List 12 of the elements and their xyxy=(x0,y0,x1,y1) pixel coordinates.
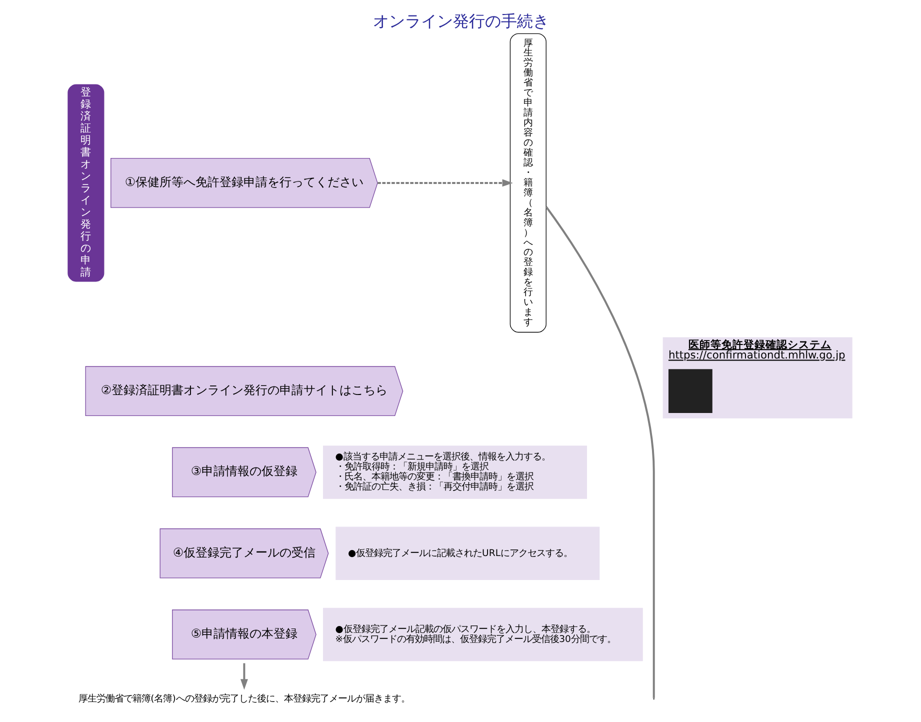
node-box: ●仮登録完了メール記載の仮パスワードを入力し、本登録する。 ※仮パスワードの有効時間は、仮登録完了メール受信後30分間です。 xyxy=(322,608,642,662)
node-box: 厚生労働省で申請内容の確認・籍簿（名簿）への登録を行います xyxy=(509,33,546,333)
diagram-title: オンライン発行の手続き xyxy=(372,11,548,30)
arrow xyxy=(377,179,512,187)
node-box: ●該当する申請メニューを選択後、情報を入力する。 ・免許取得時：「新規申請時」を選択 ・氏名、本籍地等の変更：「書換申請時」を選択 ・免許証の亡失、き損：「再交付申請時」を選択 xyxy=(322,446,587,499)
connector xyxy=(544,206,654,698)
cluster: 医師等免許登録確認システム https://confirmationdt.mhlw.go.jp xyxy=(662,337,852,418)
node-box xyxy=(668,369,712,414)
arrow xyxy=(240,663,248,690)
node-text: 厚生労働省で籍簿(名簿)への登録が完了した後に、本登録完了メールが届きます。 xyxy=(78,693,410,704)
node-box: 登録済証明書オンライン発行の申請 xyxy=(67,84,104,282)
node-box: ●仮登録完了メールに記載されたURLにアクセスする。 xyxy=(335,526,600,580)
